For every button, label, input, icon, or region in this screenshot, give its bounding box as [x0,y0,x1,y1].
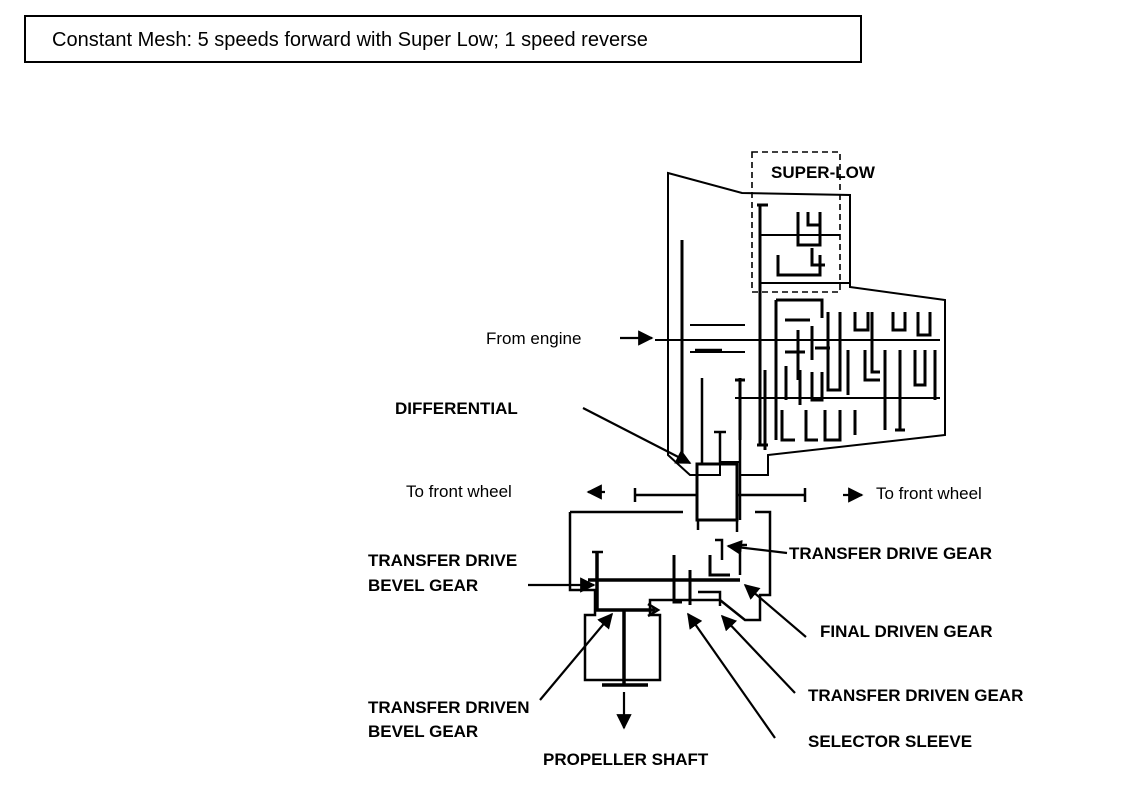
differential-leader [582,407,692,464]
propeller-shaft-label: PROPELLER SHAFT [543,750,709,769]
transfer-drive-bevel-gear [595,552,655,612]
selector-sleeve-label: SELECTOR SLEEVE [808,732,972,751]
transfer-drive-gear-leader [726,539,788,556]
final-driven-gear-label: FINAL DRIVEN GEAR [820,622,993,641]
final-driven-gear-leader [743,584,807,638]
diagram-title: Constant Mesh: 5 speeds forward with Sup… [52,29,648,51]
from-engine-label: From engine [486,329,581,348]
to-front-wheel-right-label: To front wheel [876,484,982,503]
to-front-wheel-left-label: To front wheel [406,482,512,501]
selector-sleeve-shape [672,555,682,604]
transfer-driven-bevel-gear-label-1: TRANSFER DRIVEN [368,698,530,717]
transfer-driven-gear-leader [720,614,796,694]
differential-transfer [568,348,807,687]
title-box: Constant Mesh: 5 speeds forward with Sup… [24,15,862,63]
super-low-gears [757,203,825,447]
super-low-box [751,151,841,293]
main-gears [735,298,937,450]
differential-case [695,462,739,522]
transfer-drive-bevel-gear-label-2: BEVEL GEAR [368,576,478,595]
leader-arrows [528,330,864,739]
transfer-drive-bevel-gear-label-1: TRANSFER DRIVE [368,551,517,570]
labels: SUPER-LOW From engine DIFFERENTIAL To fr… [368,163,1023,769]
selector-sleeve-leader [687,612,776,739]
transfer-drive-gear-label: TRANSFER DRIVE GEAR [789,544,992,563]
differential-label: DIFFERENTIAL [395,399,518,418]
transfer-driven-bevel-leader [539,612,613,701]
transmission-housing [667,151,946,476]
super-low-label: SUPER-LOW [771,163,876,182]
transfer-driven-bevel-gear-label-2: BEVEL GEAR [368,722,478,741]
transfer-driven-gear-label: TRANSFER DRIVEN GEAR [808,686,1023,705]
